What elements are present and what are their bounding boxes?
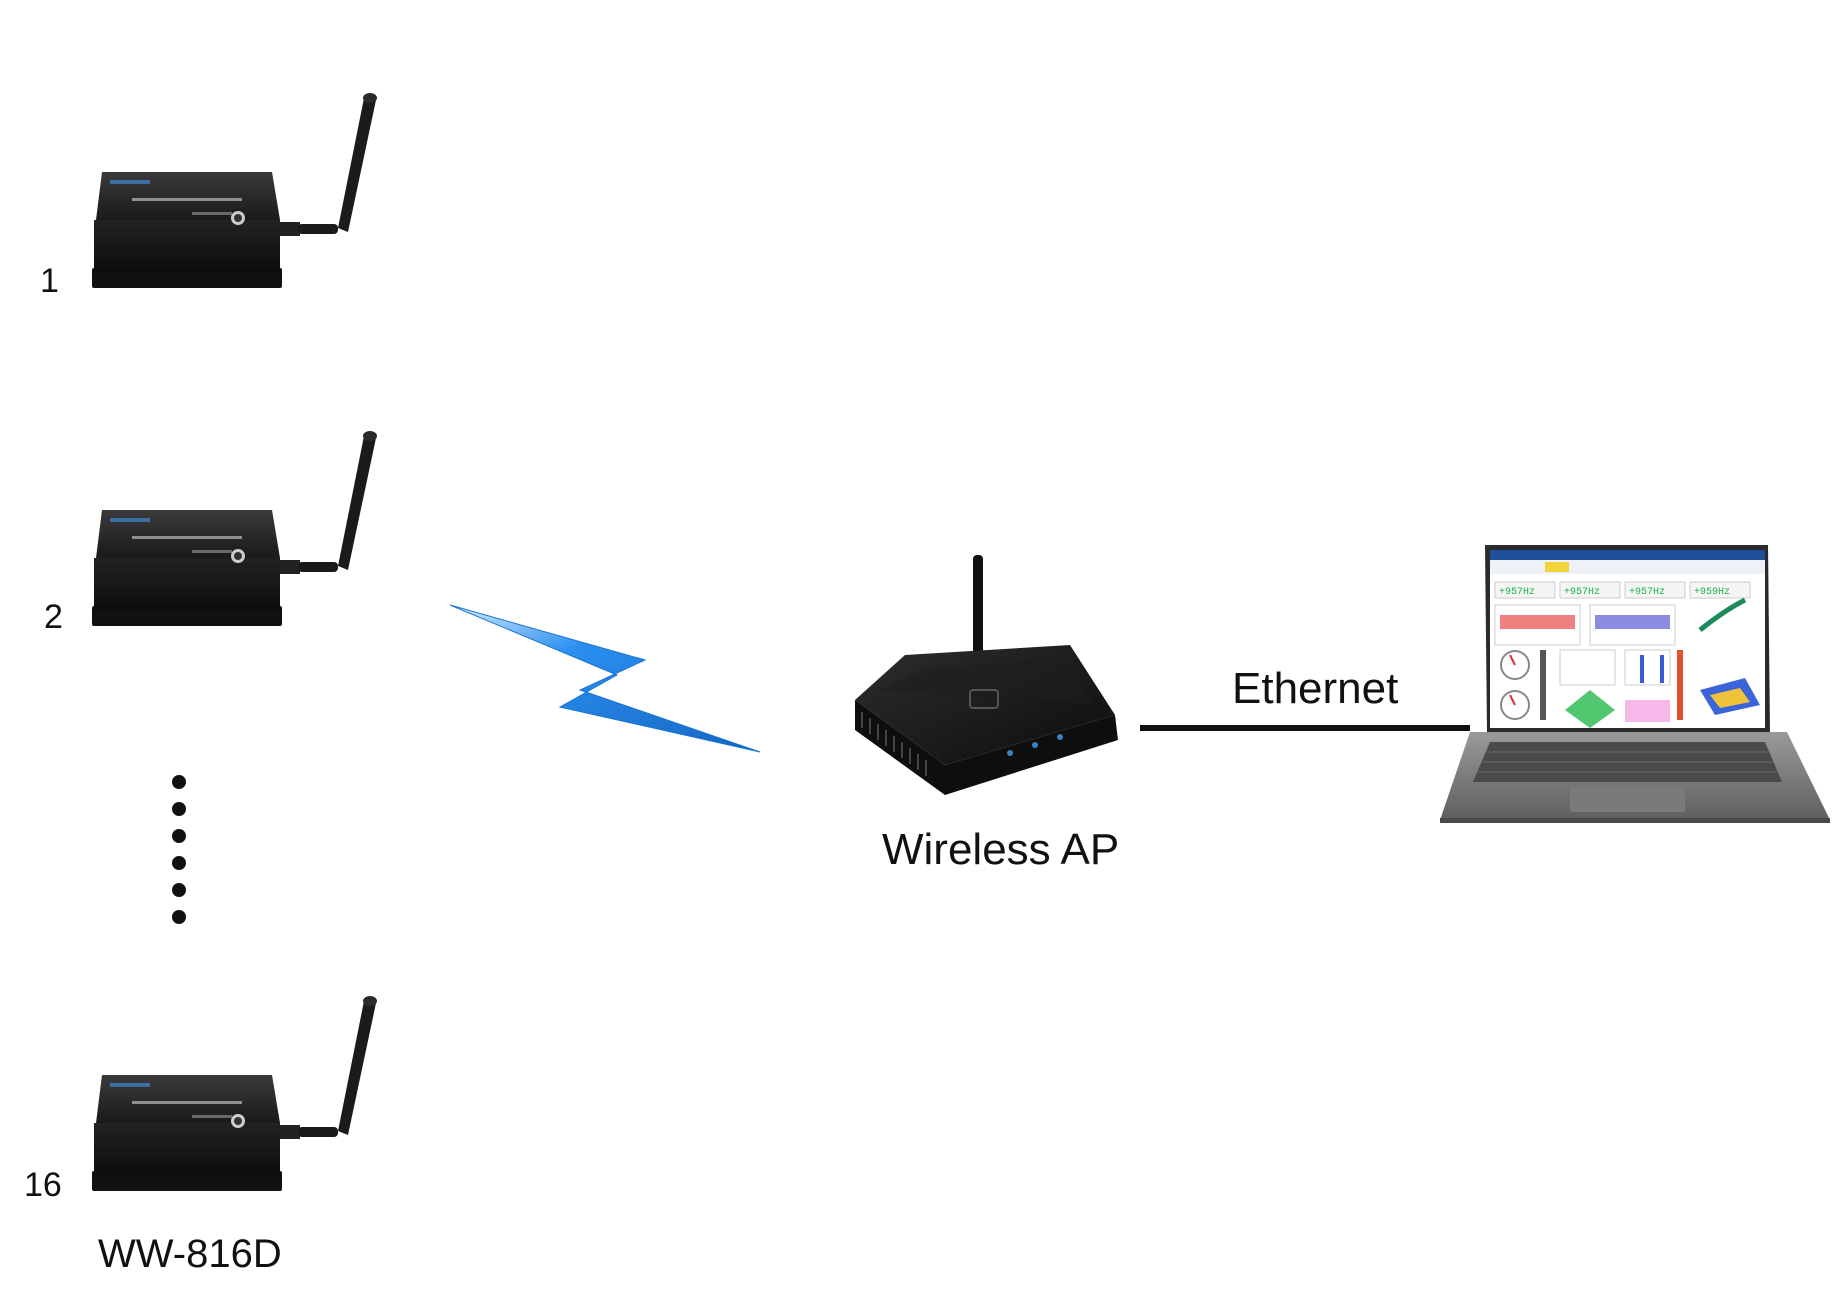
ellipsis-dot [172,775,186,789]
ellipsis-dots [172,775,186,924]
unit-model-label: WW-816D [98,1232,282,1276]
ellipsis-dot [172,910,186,924]
daq-unit-1 [92,93,377,288]
wireless-ap-router [855,555,1118,795]
readout-2: +957Hz [1564,587,1600,598]
ellipsis-dot [172,802,186,816]
unit-2-label: 2 [44,598,63,636]
ethernet-label: Ethernet [1232,664,1399,713]
readout-3: +957Hz [1629,587,1665,598]
readout-1: +957Hz [1499,587,1535,598]
ellipsis-dot [172,829,186,843]
daq-unit-16 [92,996,377,1191]
unit-1-label: 1 [40,262,59,300]
wireless-ap-label: Wireless AP [882,825,1120,874]
daq-unit-2 [92,431,377,626]
ellipsis-dot [172,883,186,897]
wireless-lightning-icon [449,604,761,753]
laptop: +957Hz +957Hz +957Hz +959Hz [1440,545,1830,823]
ellipsis-dot [172,856,186,870]
unit-16-label: 16 [24,1166,62,1204]
readout-4: +959Hz [1694,587,1730,598]
